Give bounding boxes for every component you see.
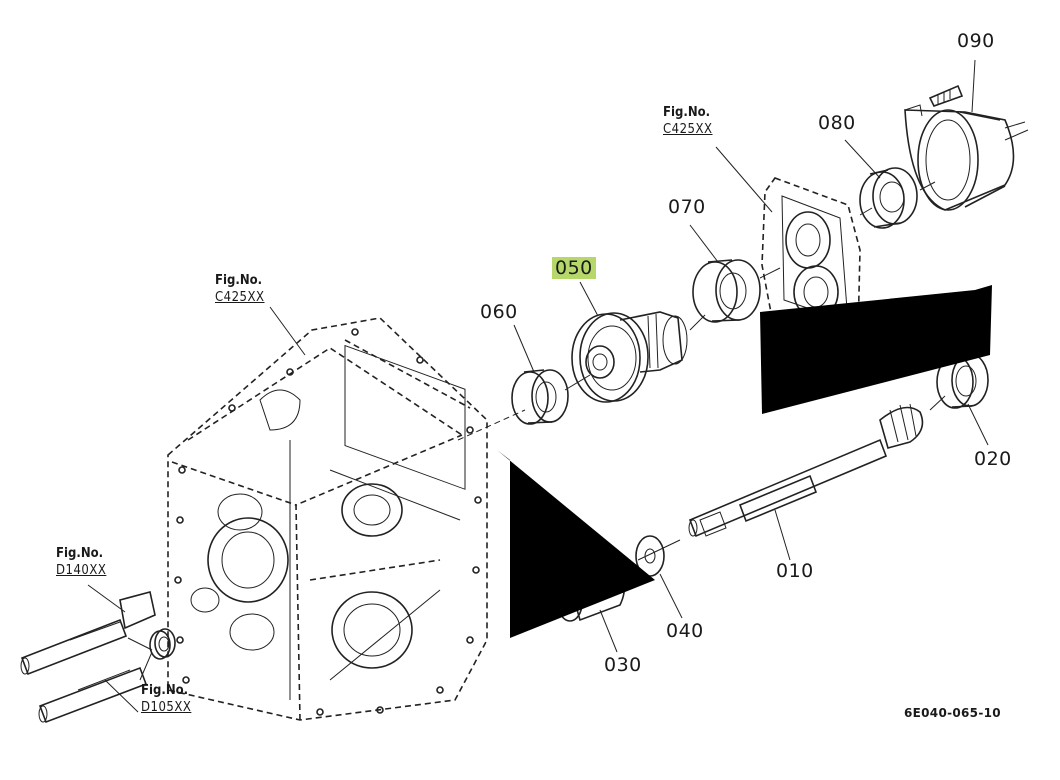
drawing-code: 6E040-065-10 xyxy=(904,706,1001,720)
fig-ref-code: D140XX xyxy=(56,563,107,578)
part-070-drawing xyxy=(692,259,761,323)
part-label-050[interactable]: 050 xyxy=(552,257,596,279)
part-010-drawing xyxy=(688,403,924,538)
fig-ref-code: C425XX xyxy=(215,290,265,305)
fig-ref-code: D105XX xyxy=(141,700,192,715)
part-050-drawing xyxy=(571,311,688,403)
part-label-010[interactable]: 010 xyxy=(776,560,814,582)
part-label-040[interactable]: 040 xyxy=(666,620,704,642)
fig-ref-label: Fig.No. xyxy=(56,546,104,561)
fig-ref-lower-left[interactable]: Fig.No. D140XX xyxy=(56,545,106,579)
part-090-drawing xyxy=(904,84,1026,211)
part-label-020[interactable]: 020 xyxy=(974,448,1012,470)
part-label-080[interactable]: 080 xyxy=(818,112,856,134)
part-label-090[interactable]: 090 xyxy=(957,30,995,52)
fig-ref-label: Fig.No. xyxy=(215,273,263,288)
fig-ref-bottom[interactable]: Fig.No. D105XX xyxy=(141,682,191,716)
part-080-drawing xyxy=(859,167,918,229)
fig-ref-label: Fig.No. xyxy=(663,105,711,120)
bracket-lines xyxy=(497,285,992,638)
part-label-060[interactable]: 060 xyxy=(480,301,518,323)
axis-lines xyxy=(127,129,1029,681)
transmission-case xyxy=(167,317,488,721)
fig-ref-code: C425XX xyxy=(663,122,713,137)
lower-left-shafts xyxy=(20,591,176,724)
leader-lines xyxy=(87,59,989,713)
fig-ref-top-right[interactable]: Fig.No. C425XX xyxy=(663,104,713,138)
part-label-030[interactable]: 030 xyxy=(604,654,642,676)
part-label-070[interactable]: 070 xyxy=(668,196,706,218)
fig-ref-label: Fig.No. xyxy=(141,683,189,698)
fig-ref-top-left[interactable]: Fig.No. C425XX xyxy=(215,272,265,306)
part-060-drawing xyxy=(511,369,569,425)
